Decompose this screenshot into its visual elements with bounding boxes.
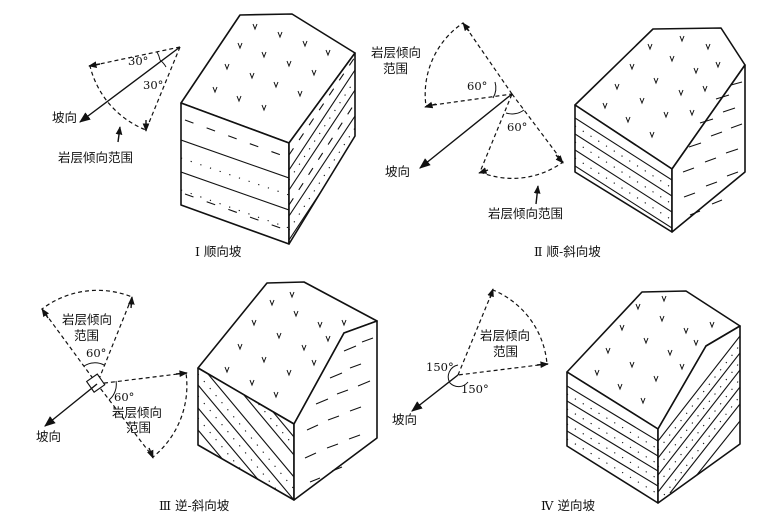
panel-I-angle-1: 30° [128, 54, 148, 68]
panel-IV-range-arrow-a [487, 288, 494, 299]
panel-III-caption: Ⅲ 逆-斜向坡 [159, 498, 230, 513]
panel-II-range-arrow-b [424, 101, 437, 109]
panel-II-slope-label: 坡向 [385, 164, 410, 179]
panel-IV-range-arrow-b [536, 361, 549, 369]
panel-III-range-arrow-d [147, 447, 154, 459]
panel-II-slope-arrow [419, 93, 513, 169]
panel-IV-angle-arc [447, 364, 469, 388]
panel-I-range-pointer [115, 126, 123, 143]
panel-II-range-arrow-a [462, 22, 471, 32]
panel-I-angle-arc-lower [159, 59, 167, 68]
panel-III-slope-arrow [44, 383, 98, 427]
panel-II: 岩层倾向 范围 60° 60° 坡向 岩层倾向范围 [371, 22, 746, 259]
panel-I-range-label: 岩层倾向范围 [58, 150, 133, 165]
panel-I-angle-2: 30° [143, 78, 163, 92]
panel-II-range-bottom: 岩层倾向范围 [488, 206, 563, 221]
panel-III-range-arrow-c [175, 370, 188, 378]
panel-II-angle-2: 60° [507, 120, 527, 134]
panel-IV-angle-1: 150° [426, 360, 454, 374]
panel-II-block-side [671, 64, 746, 233]
panel-I-range-sector [89, 46, 181, 131]
panel-II-range-arrow-c [555, 154, 564, 164]
panel-II-angle-arc-lower [505, 109, 525, 115]
panel-IV-slope-arrow [411, 374, 459, 412]
panel-III-top-marks [224, 291, 347, 399]
panel-IV-range-line1: 岩层倾向 [480, 328, 530, 343]
panel-I-angle-arc-upper [156, 51, 161, 61]
panel-II-angle-1: 60° [467, 79, 487, 93]
panel-II-range-sector-top [424, 22, 514, 107]
panel-III-range-top-line2: 范围 [74, 328, 99, 343]
panel-III-slope-label: 坡向 [36, 429, 61, 444]
panel-I-block-side [288, 52, 356, 245]
panel-IV-top-marks [594, 295, 715, 405]
panel-III: 岩层倾向 范围 60° 60° 岩层倾向 范围 坡向 [36, 281, 378, 513]
panel-I: 30° 30° 坡向 岩层倾向范围 [52, 13, 356, 259]
panel-I-caption: Ⅰ 顺向坡 [195, 244, 242, 259]
panel-IV-compass: 岩层倾向 范围 150° 150° 坡向 [392, 288, 549, 427]
panel-I-range-arrow-a [88, 61, 101, 68]
panel-IV-block [566, 290, 741, 504]
panel-II-side-marks [682, 81, 743, 216]
panel-III-angle-2: 60° [114, 390, 134, 404]
panel-III-block [197, 281, 378, 501]
panel-II-block [574, 27, 746, 233]
panel-II-top-marks [602, 35, 721, 139]
panel-III-range-arrow-b [127, 296, 135, 309]
panel-IV-block-side [657, 325, 741, 504]
panel-III-range-sector-top [41, 289, 133, 386]
panel-II-range-sector-bottom [479, 92, 564, 179]
panel-IV-range-sector [457, 289, 548, 376]
panel-III-angle-arc-lower [108, 380, 117, 401]
panel-III-side-marks [304, 337, 374, 483]
panel-II-range-pointer [533, 185, 541, 205]
panel-III-range-bottom-line2: 范围 [126, 420, 151, 435]
panel-I-top-marks [212, 23, 331, 112]
panel-I-block [180, 13, 356, 245]
panel-II-range-arrow-d [478, 167, 489, 174]
panel-IV-slope-label: 坡向 [392, 412, 417, 427]
panel-III-angle-1: 60° [86, 346, 106, 360]
panel-II-range-top-line1: 岩层倾向 [371, 45, 421, 60]
panel-I-slope-arrow [79, 46, 181, 123]
panel-IV: 岩层倾向 范围 150° 150° 坡向 [392, 288, 741, 513]
panel-II-caption: Ⅱ 顺-斜向坡 [534, 244, 601, 259]
panel-I-compass: 30° 30° 坡向 岩层倾向范围 [52, 46, 181, 165]
panel-III-right-angle-marker [85, 373, 106, 393]
panel-III-range-sector-bottom [95, 372, 188, 458]
panel-III-angle-arc-upper [83, 362, 105, 367]
panel-I-slope-label: 坡向 [52, 110, 77, 125]
panel-IV-range-line2: 范围 [493, 344, 518, 359]
panel-III-range-top-line1: 岩层倾向 [62, 312, 112, 327]
panel-IV-angle-2: 150° [461, 382, 489, 396]
panel-II-range-top-line2: 范围 [383, 61, 408, 76]
panel-III-range-arrow-a [41, 308, 49, 319]
panel-III-compass: 岩层倾向 范围 60° 60° 岩层倾向 范围 坡向 [36, 289, 188, 459]
panel-II-compass: 岩层倾向 范围 60° 60° 坡向 岩层倾向范围 [371, 22, 564, 221]
panel-II-angle-arc-upper [492, 81, 497, 99]
panel-III-range-bottom-line1: 岩层倾向 [112, 405, 162, 420]
panel-IV-caption: Ⅳ 逆向坡 [541, 498, 595, 513]
